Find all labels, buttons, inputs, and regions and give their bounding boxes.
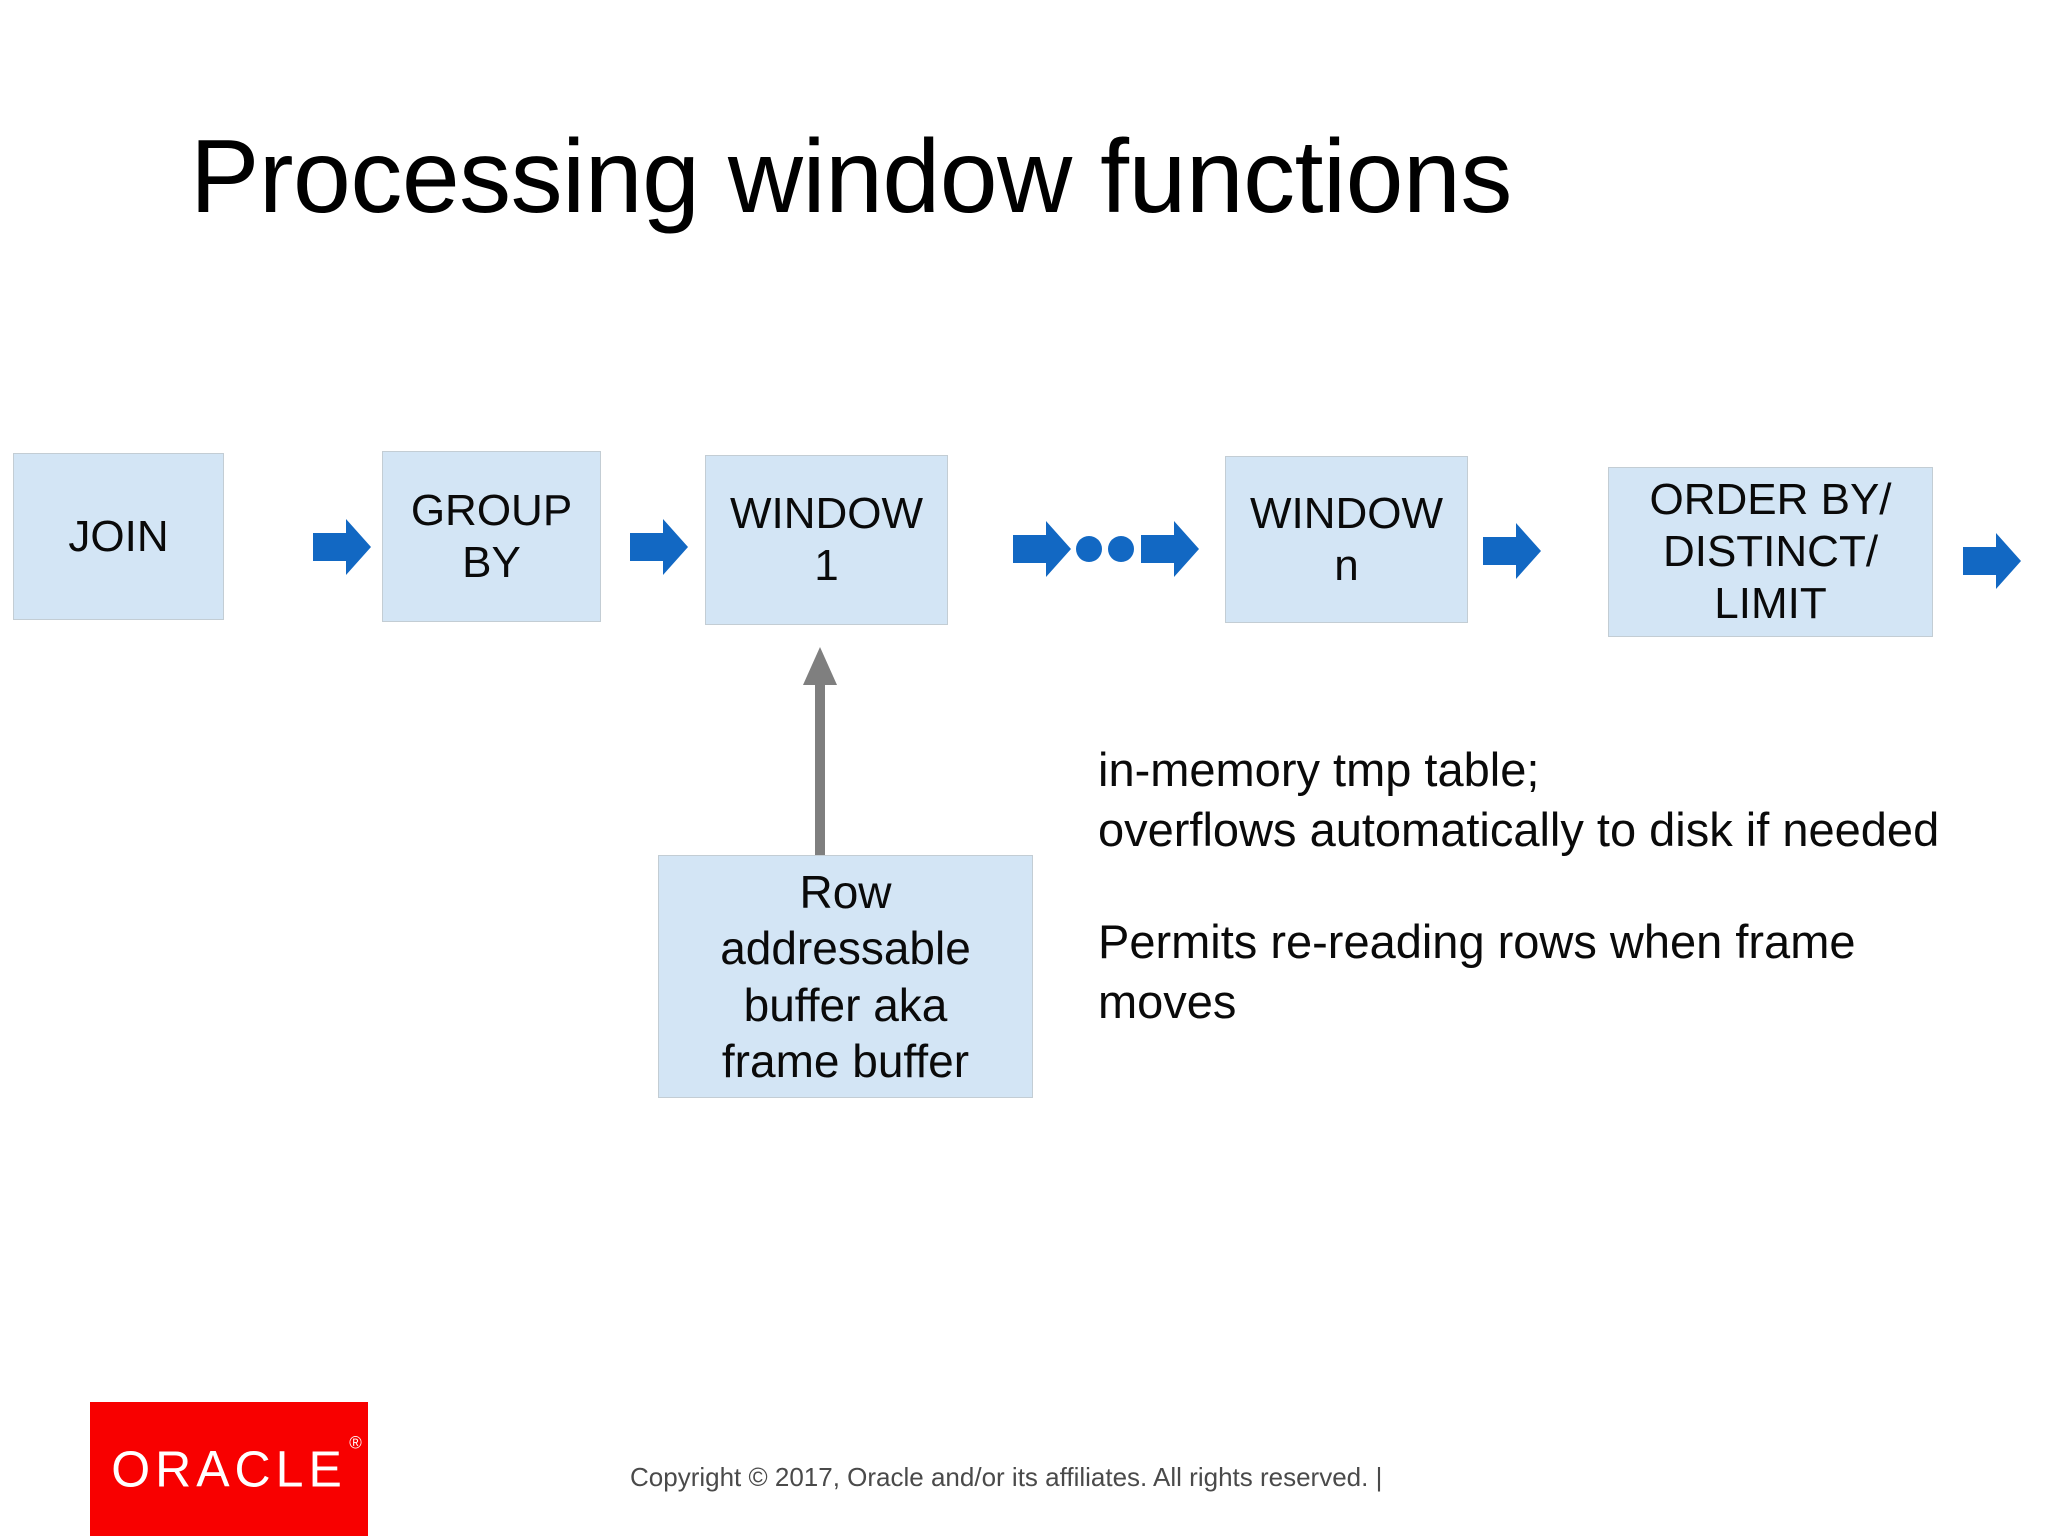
right-arrow-icon (1013, 521, 1071, 577)
oracle-wordmark-text: ORACLE (111, 1440, 347, 1498)
stage-box-order-by-distinct-limit: ORDER BY/DISTINCT/LIMIT (1608, 467, 1933, 637)
ellipsis-dot-icon (1108, 536, 1134, 562)
up-arrow-connector-icon (800, 647, 840, 857)
right-arrow-icon (630, 519, 688, 575)
right-arrow-icon (1141, 521, 1199, 577)
right-arrow-icon (1963, 533, 2021, 589)
annotation-permits-rereading: Permits re-reading rows when frame moves (1098, 915, 1856, 1029)
oracle-wordmark: ORACLE ® (111, 1433, 362, 1498)
page-title: Processing window functions (190, 119, 1512, 235)
right-arrow-icon (1483, 523, 1541, 579)
oracle-logo: ORACLE ® (90, 1402, 368, 1536)
right-arrow-icon (313, 519, 371, 575)
stage-box-join: JOIN (13, 453, 224, 620)
registered-trademark-icon: ® (349, 1433, 362, 1453)
annotation-tmp-table: in-memory tmp table;overflows automatica… (1098, 743, 1940, 857)
stage-label-join: JOIN (68, 511, 169, 561)
ellipsis-dot-icon (1076, 536, 1102, 562)
copyright-notice: Copyright © 2017, Oracle and/or its affi… (630, 1462, 1383, 1492)
stage-label-order-by-distinct-limit: ORDER BY/DISTINCT/LIMIT (1649, 475, 1892, 628)
